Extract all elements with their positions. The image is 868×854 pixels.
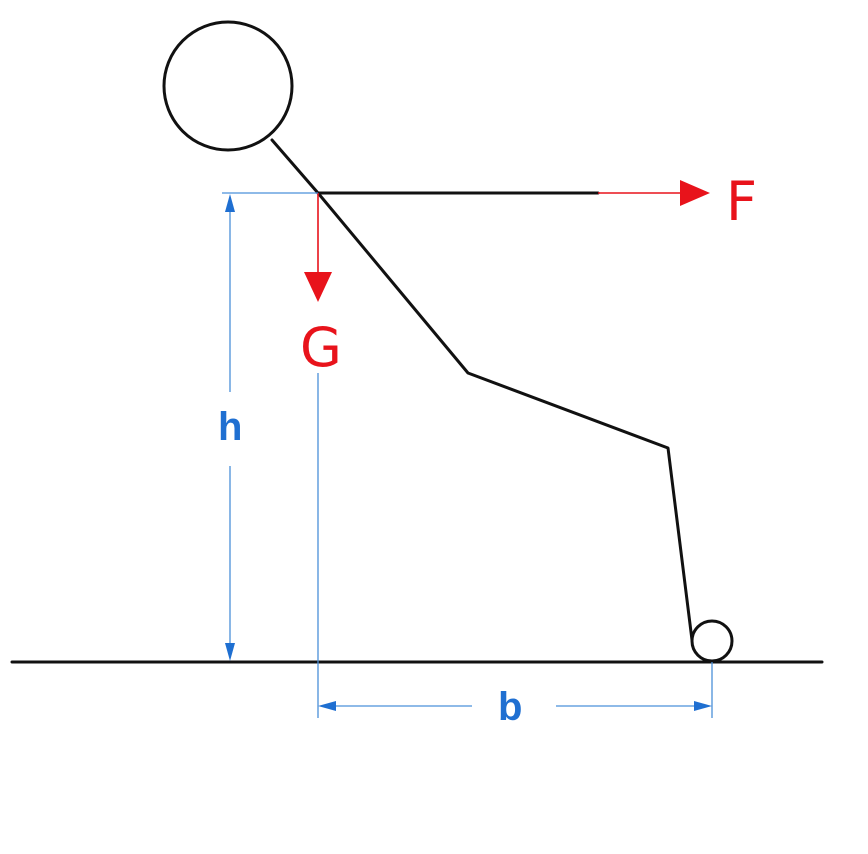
weight-g-label: G [300, 316, 342, 379]
height-label: h [218, 405, 242, 449]
bottom-wheel [690, 619, 734, 663]
force-f-label: F [726, 170, 757, 233]
top-circle [162, 20, 294, 152]
weight-g-arrow [304, 193, 332, 302]
base-dimension [318, 701, 712, 711]
height-dimension [225, 194, 235, 661]
body-linkage [270, 138, 694, 642]
force-f-arrow [598, 180, 710, 206]
base-label: b [498, 685, 522, 729]
